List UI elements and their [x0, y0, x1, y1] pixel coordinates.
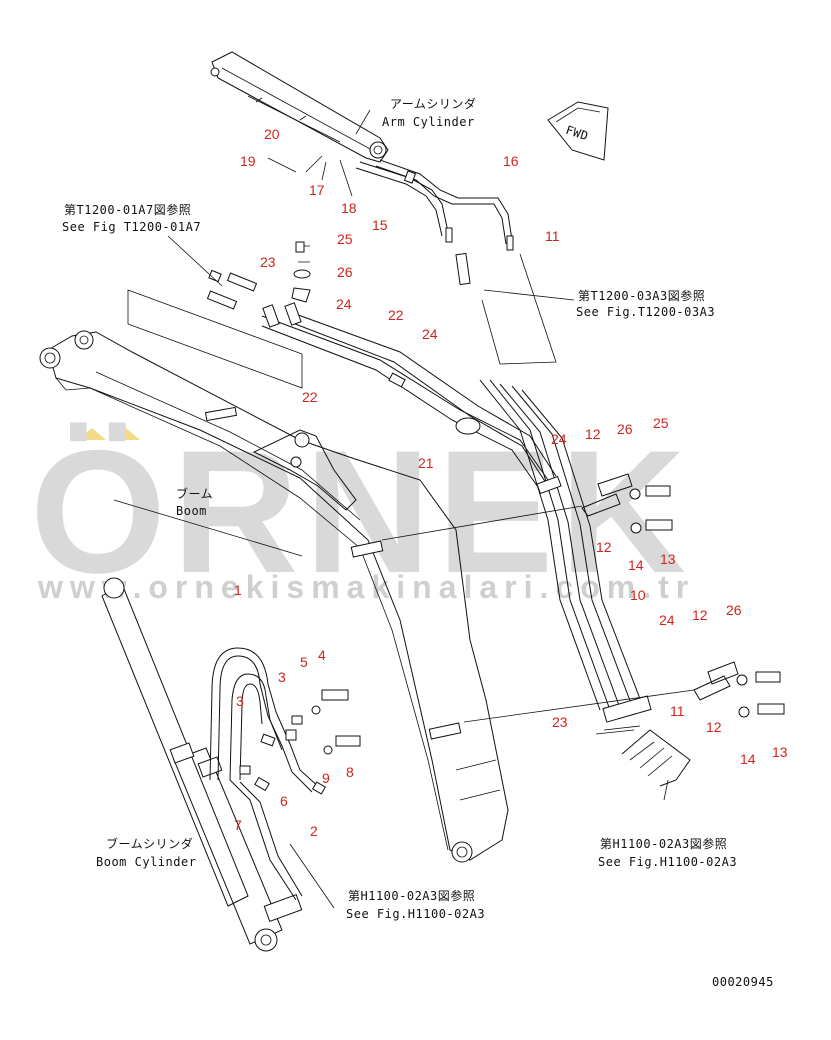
part-number-13b: 13 [772, 744, 788, 760]
ref-t1200-03a3-en: See Fig.T1200-03A3 [576, 305, 715, 319]
part-number-26b: 26 [617, 421, 633, 437]
arm-cylinder-en-label: Arm Cylinder [382, 115, 475, 129]
ref-h1100-02a3-bottom-en: See Fig.H1100-02A3 [346, 907, 485, 921]
part-number-23b: 23 [552, 714, 568, 730]
hose-bundle [479, 379, 652, 723]
drawing-number: 00020945 [712, 975, 774, 989]
part-number-13a: 13 [660, 551, 676, 567]
part-number-25b: 25 [653, 415, 669, 431]
fwd-arrow: FWD [547, 101, 609, 161]
part-number-12b: 12 [596, 539, 612, 555]
part-number-4: 4 [318, 647, 326, 663]
arm-cylinder-hoses [355, 159, 514, 286]
part-number-26a: 26 [337, 264, 353, 280]
part-number-2: 2 [310, 823, 318, 839]
boom [39, 330, 509, 863]
part-number-24c: 24 [551, 431, 567, 447]
part-number-7: 7 [234, 817, 242, 833]
part-number-25a: 25 [337, 231, 353, 247]
part-number-12c: 12 [692, 607, 708, 623]
arm-cylinder-jp-label: アームシリンダ [390, 96, 476, 111]
boom-cylinder-jp-label: ブームシリンダ [106, 836, 193, 851]
clamp-lower [693, 661, 785, 718]
part-number-23a: 23 [260, 254, 276, 270]
boom-top-plate [127, 241, 311, 389]
part-number-8: 8 [346, 764, 354, 780]
part-number-24b: 24 [422, 326, 438, 342]
part-number-17: 17 [309, 182, 325, 198]
arm [210, 51, 389, 163]
labels: アームシリンダ Arm Cylinder 第T1200-01A7図参照 See … [62, 96, 774, 989]
part-number-24a: 24 [336, 296, 352, 312]
boom-jp-label: ブーム [176, 486, 213, 501]
part-number-26c: 26 [726, 602, 742, 618]
hose-ends [595, 725, 691, 787]
fwd-label: FWD [564, 123, 590, 143]
ref-t1200-03a3-jp: 第T1200-03A3図参照 [578, 288, 705, 303]
part-number-6: 6 [280, 793, 288, 809]
boom-cylinder-hoses [209, 647, 361, 901]
watermark-accent-left [78, 428, 106, 440]
watermark-url: www.ornekismakinalari.com.tr [37, 569, 695, 605]
ref-h1100-02a3-right-jp: 第H1100-02A3図参照 [600, 836, 727, 851]
boom-cylinder [101, 577, 303, 952]
part-number-14a: 14 [628, 557, 644, 573]
part-number-3a: 3 [278, 669, 286, 685]
part-number-16: 16 [503, 153, 519, 169]
part-number-1: 1 [234, 582, 242, 598]
ref-h1100-02a3-bottom-jp: 第H1100-02A3図参照 [348, 888, 475, 903]
part-number-5: 5 [300, 654, 308, 670]
part-number-12a: 12 [585, 426, 601, 442]
leader-lines [113, 109, 695, 909]
watermark-accent-right [112, 428, 140, 440]
part-number-24d: 24 [659, 612, 675, 628]
part-number-22a: 22 [388, 307, 404, 323]
part-number-3b: 3 [236, 693, 244, 709]
ref-t1200-01a7-jp: 第T1200-01A7図参照 [64, 202, 191, 217]
part-number-21: 21 [418, 455, 434, 471]
part-numbers: 1 2 3 3 4 5 6 7 8 9 10 11 11 12 12 12 12… [234, 126, 788, 839]
part-number-22b: 22 [302, 389, 318, 405]
ref-h1100-02a3-right-en: See Fig.H1100-02A3 [598, 855, 737, 869]
ref-t1200-01a7-en: See Fig T1200-01A7 [62, 220, 201, 234]
clamp-upper [581, 473, 673, 534]
part-number-15: 15 [372, 217, 388, 233]
part-number-14b: 14 [740, 751, 756, 767]
boom-en-label: Boom [176, 504, 207, 518]
boom-cylinder-en-label: Boom Cylinder [96, 855, 196, 869]
part-number-9: 9 [322, 770, 330, 786]
arm-cylinder-lines [206, 269, 557, 491]
watermark: ÖRNEK www.ornekismakinalari.com.tr [30, 415, 695, 610]
part-number-19: 19 [240, 153, 256, 169]
part-number-11b: 11 [670, 703, 685, 719]
part-number-18: 18 [341, 200, 357, 216]
part-number-10: 10 [630, 587, 646, 603]
part-number-11a: 11 [545, 228, 560, 244]
part-number-12d: 12 [706, 719, 722, 735]
part-number-20: 20 [264, 126, 280, 142]
